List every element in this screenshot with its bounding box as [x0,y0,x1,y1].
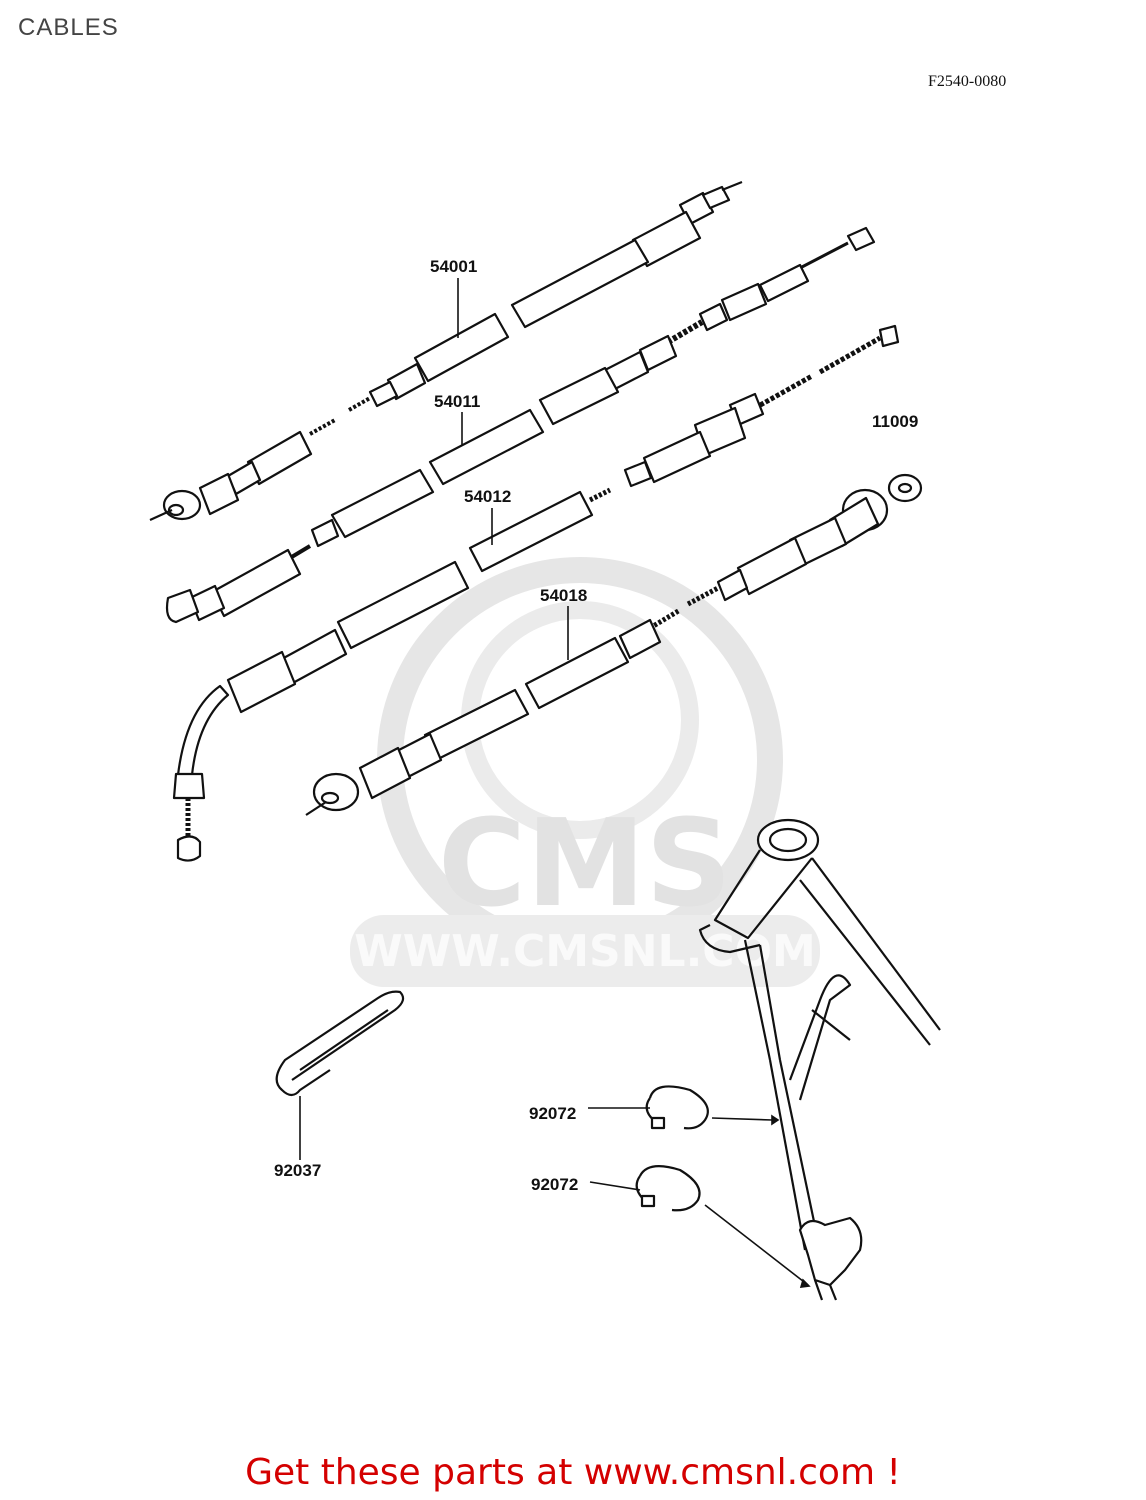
callout-92072-lower: 92072 [531,1175,578,1194]
callout-92072-upper: 92072 [529,1104,576,1123]
callout-92037: 92037 [274,1161,321,1180]
footer-link[interactable]: Get these parts at www.cmsnl.com ! [245,1452,901,1493]
watermark-url: WWW.CMSNL.COM [354,926,816,977]
cable-54018 [305,488,889,816]
guide-92037 [275,990,405,1097]
watermark-brand: CMS [438,795,732,934]
clamp-92072-lower [635,1165,701,1212]
leader-lines [299,278,811,1288]
callout-11009: 11009 [872,412,918,431]
washer-11009 [887,473,923,503]
page-title: CABLES [18,14,119,41]
drawing-code: F2540-0080 [928,73,1007,90]
parts-diagram: CMS WWW.CMSNL.COM [149,180,941,1301]
callout-54011: 54011 [434,392,480,411]
cms-watermark: CMS WWW.CMSNL.COM [350,557,820,987]
cable-54011 [165,226,876,624]
callout-54018: 54018 [540,586,587,605]
callout-54001: 54001 [430,257,477,276]
callout-54012: 54012 [464,487,511,506]
cable-54012 [172,324,900,862]
cable-54001 [149,180,743,522]
clamp-92072-upper [645,1085,709,1130]
frame-section [698,818,941,1301]
